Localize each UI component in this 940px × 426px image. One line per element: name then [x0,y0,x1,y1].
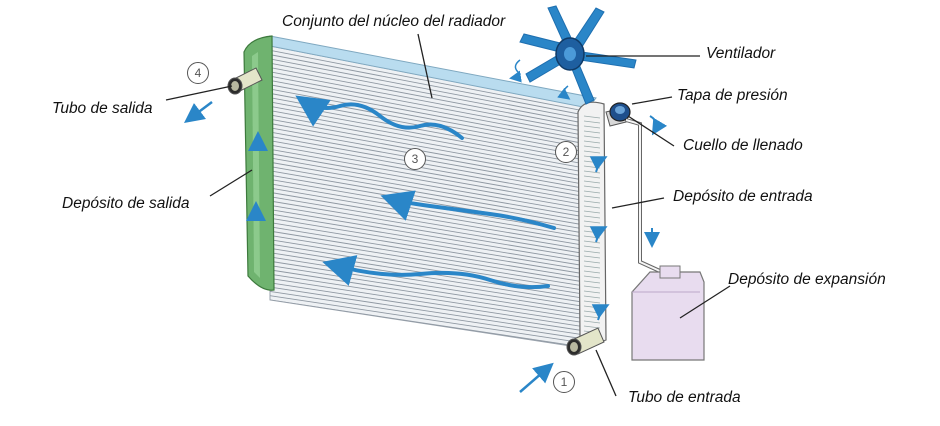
external-flow-arrows [184,101,554,393]
label-expansion-tank: Depósito de expansión [728,271,886,288]
label-outlet-pipe: Tubo de salida [52,100,153,117]
label-inlet-pipe: Tubo de entrada [628,389,741,406]
outlet-pipe [227,67,263,95]
marker-3: 3 [404,148,426,170]
expansion-tank [631,265,705,361]
outlet-tank [243,35,275,291]
marker-1: 1 [553,371,575,393]
label-core-assembly: Conjunto del núcleo del radiador [282,13,506,30]
leader-lines [165,33,731,397]
label-pressure-cap: Tapa de presión [677,87,788,104]
pressure-cap [609,102,631,122]
label-inlet-tank: Depósito de entrada [673,188,813,205]
marker-4: 4 [187,62,209,84]
label-outlet-tank: Depósito de salida [62,195,190,212]
marker-2: 2 [555,141,577,163]
flow-arrows [295,95,556,290]
radiator-core [269,35,597,349]
overflow-hose [625,115,668,274]
fan [509,5,637,105]
label-fan: Ventilador [706,45,776,62]
label-filler-neck: Cuello de llenado [683,137,803,154]
inlet-pipe [566,327,605,356]
inlet-tank [577,101,610,343]
